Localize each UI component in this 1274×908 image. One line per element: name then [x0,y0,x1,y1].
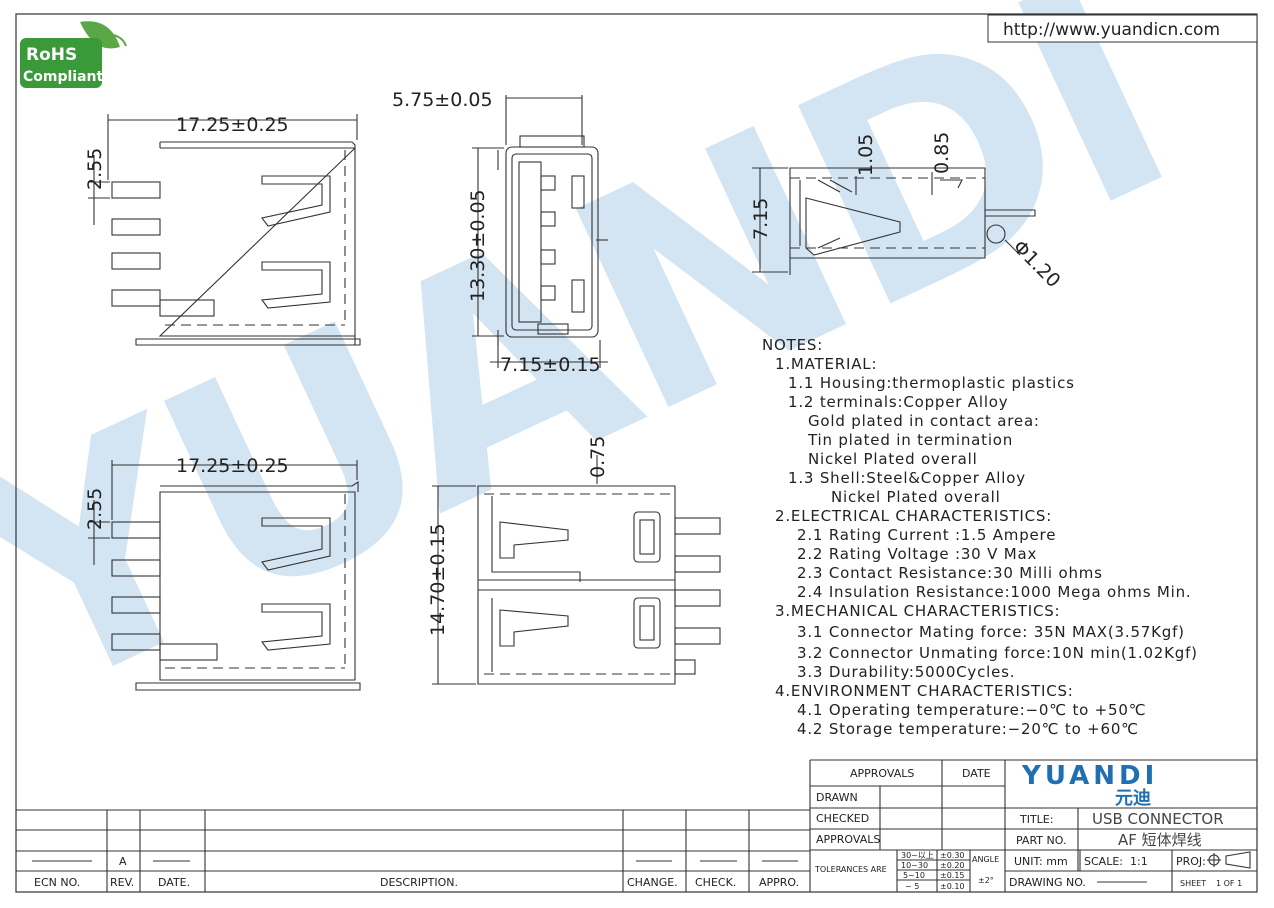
dim-bottom-width: 17.25±0.25 [176,455,289,477]
tb-checked: CHECKED [816,812,869,825]
notes: NOTES: 1.MATERIAL: 1.1 Housing:thermopla… [762,336,1198,738]
note-line: Tin plated in termination [807,431,1013,449]
note-line: 1.1 Housing:thermoplastic plastics [788,374,1075,392]
tb-tol-value: ±0.30 [940,851,965,860]
rohs-line2: Compliant [23,69,104,85]
company-logo: YUANDI [1021,761,1158,791]
tb-drawn: DRAWN [816,791,858,804]
tb-unit: UNIT: mm [1014,855,1068,868]
tb-scale-value: 1:1 [1130,855,1148,868]
side-view [752,167,1036,275]
note-line: 2.2 Rating Voltage :30 V Max [797,545,1037,563]
url-text[interactable]: http://www.yuandicn.com [1003,20,1220,40]
tb-approvals: APPROVALS [850,767,914,780]
tb-sheet: SHEET [1180,879,1206,888]
url-box [987,14,1258,43]
dim-front-depth: 7.15±0.15 [500,354,601,376]
tb-drawing-no: DRAWING NO. [1009,876,1086,889]
tb-title-value: USB CONNECTOR [1092,810,1224,828]
dim-top-width: 17.25±0.25 [176,114,289,136]
tb-tol-range: 10~30 [901,861,928,870]
dim-front-height: 13.30±0.05 [467,189,489,302]
tb-approvals2: APPROVALS [816,833,880,846]
rev-header-change: CHANGE. [627,876,678,889]
tb-proj: PROJ: [1176,855,1206,868]
rev-header-description: DESCRIPTION. [380,876,458,889]
note-line: 4.2 Storage temperature:−20℃ to +60℃ [797,720,1139,738]
dim-front-width: 5.75±0.05 [392,89,493,111]
tb-title-label: TITLE: [1019,813,1053,826]
rohs-line1: RoHS [26,45,77,65]
rohs-logo: RoHS Compliant [20,21,127,88]
dim-side-height: 7.15 [750,198,772,240]
note-line: Nickel Plated overall [831,488,1001,506]
dim-rear-d: 0.75 [587,436,609,478]
rev-header-check: CHECK. [695,876,736,889]
tb-tol-value: ±0.15 [940,871,965,880]
note-line: Nickel Plated overall [808,450,978,468]
note-line: NOTES: [762,336,823,354]
note-line: 1.3 Shell:Steel&Copper Alloy [788,469,1026,487]
note-line: 2.3 Contact Resistance:30 Milli ohms [797,564,1103,582]
front-view [472,95,608,368]
tb-sheet-value: 1 OF 1 [1216,879,1242,888]
tb-part-label: PART NO. [1016,834,1066,847]
rev-value: A [119,855,127,868]
dim-side-d1: 1.05 [855,134,877,176]
rev-header-date: DATE. [158,876,190,889]
note-line: 2.1 Rating Current :1.5 Ampere [797,526,1056,544]
dim-side-d2: 0.85 [931,132,953,174]
tb-angle-label: ANGLE [972,855,999,864]
note-line: 4.ENVIRONMENT CHARACTERISTICS: [775,682,1074,700]
dim-rear-height: 14.70±0.15 [427,523,449,636]
tb-scale-label: SCALE: [1084,855,1123,868]
tb-tol-value: ±0.20 [940,861,965,870]
note-line: 3.1 Connector Mating force: 35N MAX(3.57… [797,623,1185,641]
title-block-lines [16,759,1257,892]
tb-tol-label: TOLERANCES ARE [814,865,887,874]
note-line: 3.3 Durability:5000Cycles. [797,663,1015,681]
note-line: 1.2 terminals:Copper Alloy [788,393,1008,411]
company-logo-cn: 元迪 [1115,788,1151,809]
tb-tol-range: 5~10 [903,871,925,880]
tb-tol-value: ±0.10 [940,882,965,891]
sheet-border [15,13,1258,893]
bottom-view [88,460,361,691]
note-line: 3.MECHANICAL CHARACTERISTICS: [775,602,1060,620]
revision-block: A ECN NO. REV. DATE. DESCRIPTION. CHANGE… [34,855,799,889]
dim-top-pitch: 2.55 [84,148,106,190]
rear-view [432,455,721,685]
dim-bottom-pitch: 2.55 [84,488,106,530]
rev-header-ecn: ECN NO. [34,876,80,889]
tb-part-value: AF 短体焊线 [1118,831,1202,849]
tb-tol-range: ~ 5 [905,882,919,891]
rev-header-rev: REV. [110,876,134,889]
tb-angle-value: ±2° [978,876,994,885]
note-line: 3.2 Connector Unmating force:10N min(1.0… [797,644,1198,662]
note-line: 2.4 Insulation Resistance:1000 Mega ohms… [797,583,1191,601]
title-block: APPROVALS DATE DRAWN CHECKED APPROVALS Y… [814,761,1242,891]
note-line: Gold plated in contact area: [808,412,1040,430]
top-view [88,114,361,346]
tb-tol-range: 30~以上 [901,851,934,860]
note-line: 1.MATERIAL: [775,355,877,373]
note-line: 4.1 Operating temperature:−0℃ to +50℃ [797,701,1146,719]
note-line: 2.ELECTRICAL CHARACTERISTICS: [775,507,1052,525]
rev-header-appro: APPRO. [759,876,799,889]
tb-date: DATE [962,767,991,780]
